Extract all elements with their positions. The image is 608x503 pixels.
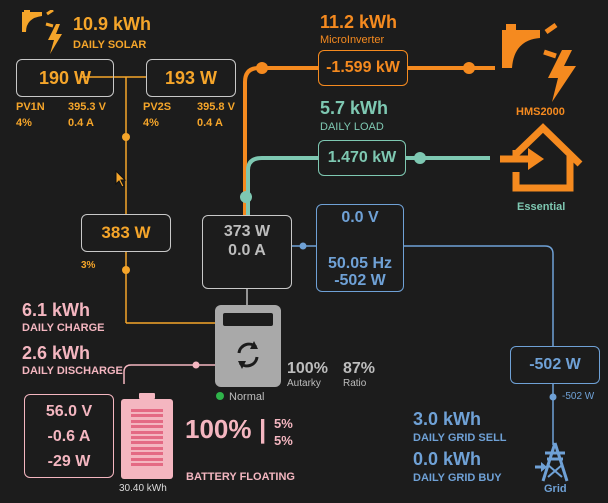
load-name: Essential <box>517 201 566 213</box>
battery-bar <box>131 436 163 439</box>
autarky-label: Autarky <box>287 378 321 389</box>
inverter-sync-icon <box>237 341 259 369</box>
pv2-percent: 4% <box>143 117 159 129</box>
grid-power-small: -502 W <box>562 391 595 402</box>
pv1-name: PV1N <box>16 101 45 113</box>
inverter-device[interactable] <box>215 305 281 387</box>
pv2-power: 193 W <box>164 67 218 88</box>
pv1-voltage: 395.3 V <box>68 101 106 113</box>
solar-icon <box>22 10 62 54</box>
pv2-power-box[interactable]: 193 W <box>146 59 236 97</box>
aux-power-box[interactable]: -1.599 kW <box>318 50 408 86</box>
grid-tower-icon <box>535 442 569 482</box>
battery-status: BATTERY FLOATING <box>186 471 295 483</box>
pv1-current: 0.4 A <box>68 117 94 129</box>
battery-bar <box>131 457 163 461</box>
load-power: 1.470 kW <box>327 149 397 166</box>
aux-power: -1.599 kW <box>326 59 400 76</box>
inverter-box[interactable]: 373 W 0.0 A <box>202 215 292 289</box>
grid-name: Grid <box>544 483 567 495</box>
ratio-label: Ratio <box>343 378 367 389</box>
battery-bar <box>131 452 163 456</box>
pv-total-percent: 3% <box>81 260 96 271</box>
ratio-value: 87% <box>343 360 376 377</box>
aux-daily-label: MicroInverter <box>320 34 385 46</box>
battery-soc-separator: | <box>259 414 267 444</box>
inverter-status: Normal <box>229 391 265 403</box>
load-daily-label: DAILY LOAD <box>320 121 384 133</box>
aux-name: HMS2000 <box>516 106 565 118</box>
daily-discharge-value: 2.6 kWh <box>22 343 91 363</box>
status-dot-icon <box>216 392 224 400</box>
daily-solar-value: 10.9 kWh <box>73 14 152 34</box>
load-power-box[interactable]: 1.470 kW <box>318 140 406 176</box>
load-daily-value: 5.7 kWh <box>320 98 389 118</box>
battery-level-bars <box>131 409 163 469</box>
daily-grid-sell-label: DAILY GRID SELL <box>413 432 507 444</box>
pv1-percent: 4% <box>16 117 32 129</box>
battery-bar <box>131 425 163 429</box>
pv1-power-box[interactable]: 190 W <box>16 59 114 97</box>
battery-bar <box>131 419 163 423</box>
battery-soc: 100% <box>185 414 252 444</box>
daily-grid-buy-label: DAILY GRID BUY <box>413 472 502 484</box>
battery-bar <box>131 441 163 445</box>
pv2-name: PV2S <box>143 101 172 113</box>
daily-grid-buy-value: 0.0 kWh <box>413 449 482 469</box>
grid-power-box[interactable]: -502 W <box>510 346 600 384</box>
battery-bar <box>131 430 163 434</box>
battery-soc-min-a: 5% <box>274 416 293 431</box>
battery-bar <box>131 446 163 450</box>
battery-capacity: 30.40 kWh <box>119 483 167 494</box>
microinverter-solar-icon <box>502 22 576 102</box>
grid-power: -502 W <box>529 356 581 373</box>
autarky-value: 100% <box>287 360 328 377</box>
mouse-cursor-icon <box>115 170 127 188</box>
daily-discharge-label: DAILY DISCHARGE <box>22 365 123 377</box>
battery-soc-min-b: 5% <box>274 433 293 448</box>
battery-power: -29 W <box>47 452 91 470</box>
battery-bar <box>131 463 163 466</box>
battery-voltage: 56.0 V <box>45 402 93 420</box>
daily-grid-sell-value: 3.0 kWh <box>413 409 482 429</box>
daily-charge-label: DAILY CHARGE <box>22 322 105 334</box>
battery-icon <box>121 393 173 479</box>
inverter-display <box>223 313 273 326</box>
inverter-current: 0.0 A <box>228 242 266 259</box>
daily-charge-value: 6.1 kWh <box>22 300 91 320</box>
battery-bar <box>131 409 163 412</box>
battery-bar <box>131 414 163 418</box>
battery-box[interactable]: 56.0 V -0.6 A -29 W <box>24 394 114 478</box>
inverter-frequency: 50.05 Hz <box>327 255 393 272</box>
pv-total-box[interactable]: 383 W <box>81 214 171 252</box>
pv-total-power: 383 W <box>101 223 151 242</box>
inverter-grid-box[interactable]: 0.0 V 50.05 Hz -502 W <box>316 204 404 292</box>
battery-current: -0.6 A <box>47 427 91 445</box>
pv1-power: 190 W <box>38 67 92 88</box>
inverter-grid-power: -502 W <box>334 272 386 289</box>
aux-daily-value: 11.2 kWh <box>320 12 398 32</box>
pv2-current: 0.4 A <box>197 117 223 129</box>
inverter-voltage: 0.0 V <box>341 209 379 226</box>
home-load-icon <box>500 123 583 192</box>
daily-solar-label: DAILY SOLAR <box>73 39 147 51</box>
inverter-power: 373 W <box>223 223 271 240</box>
pv2-voltage: 395.8 V <box>197 101 235 113</box>
